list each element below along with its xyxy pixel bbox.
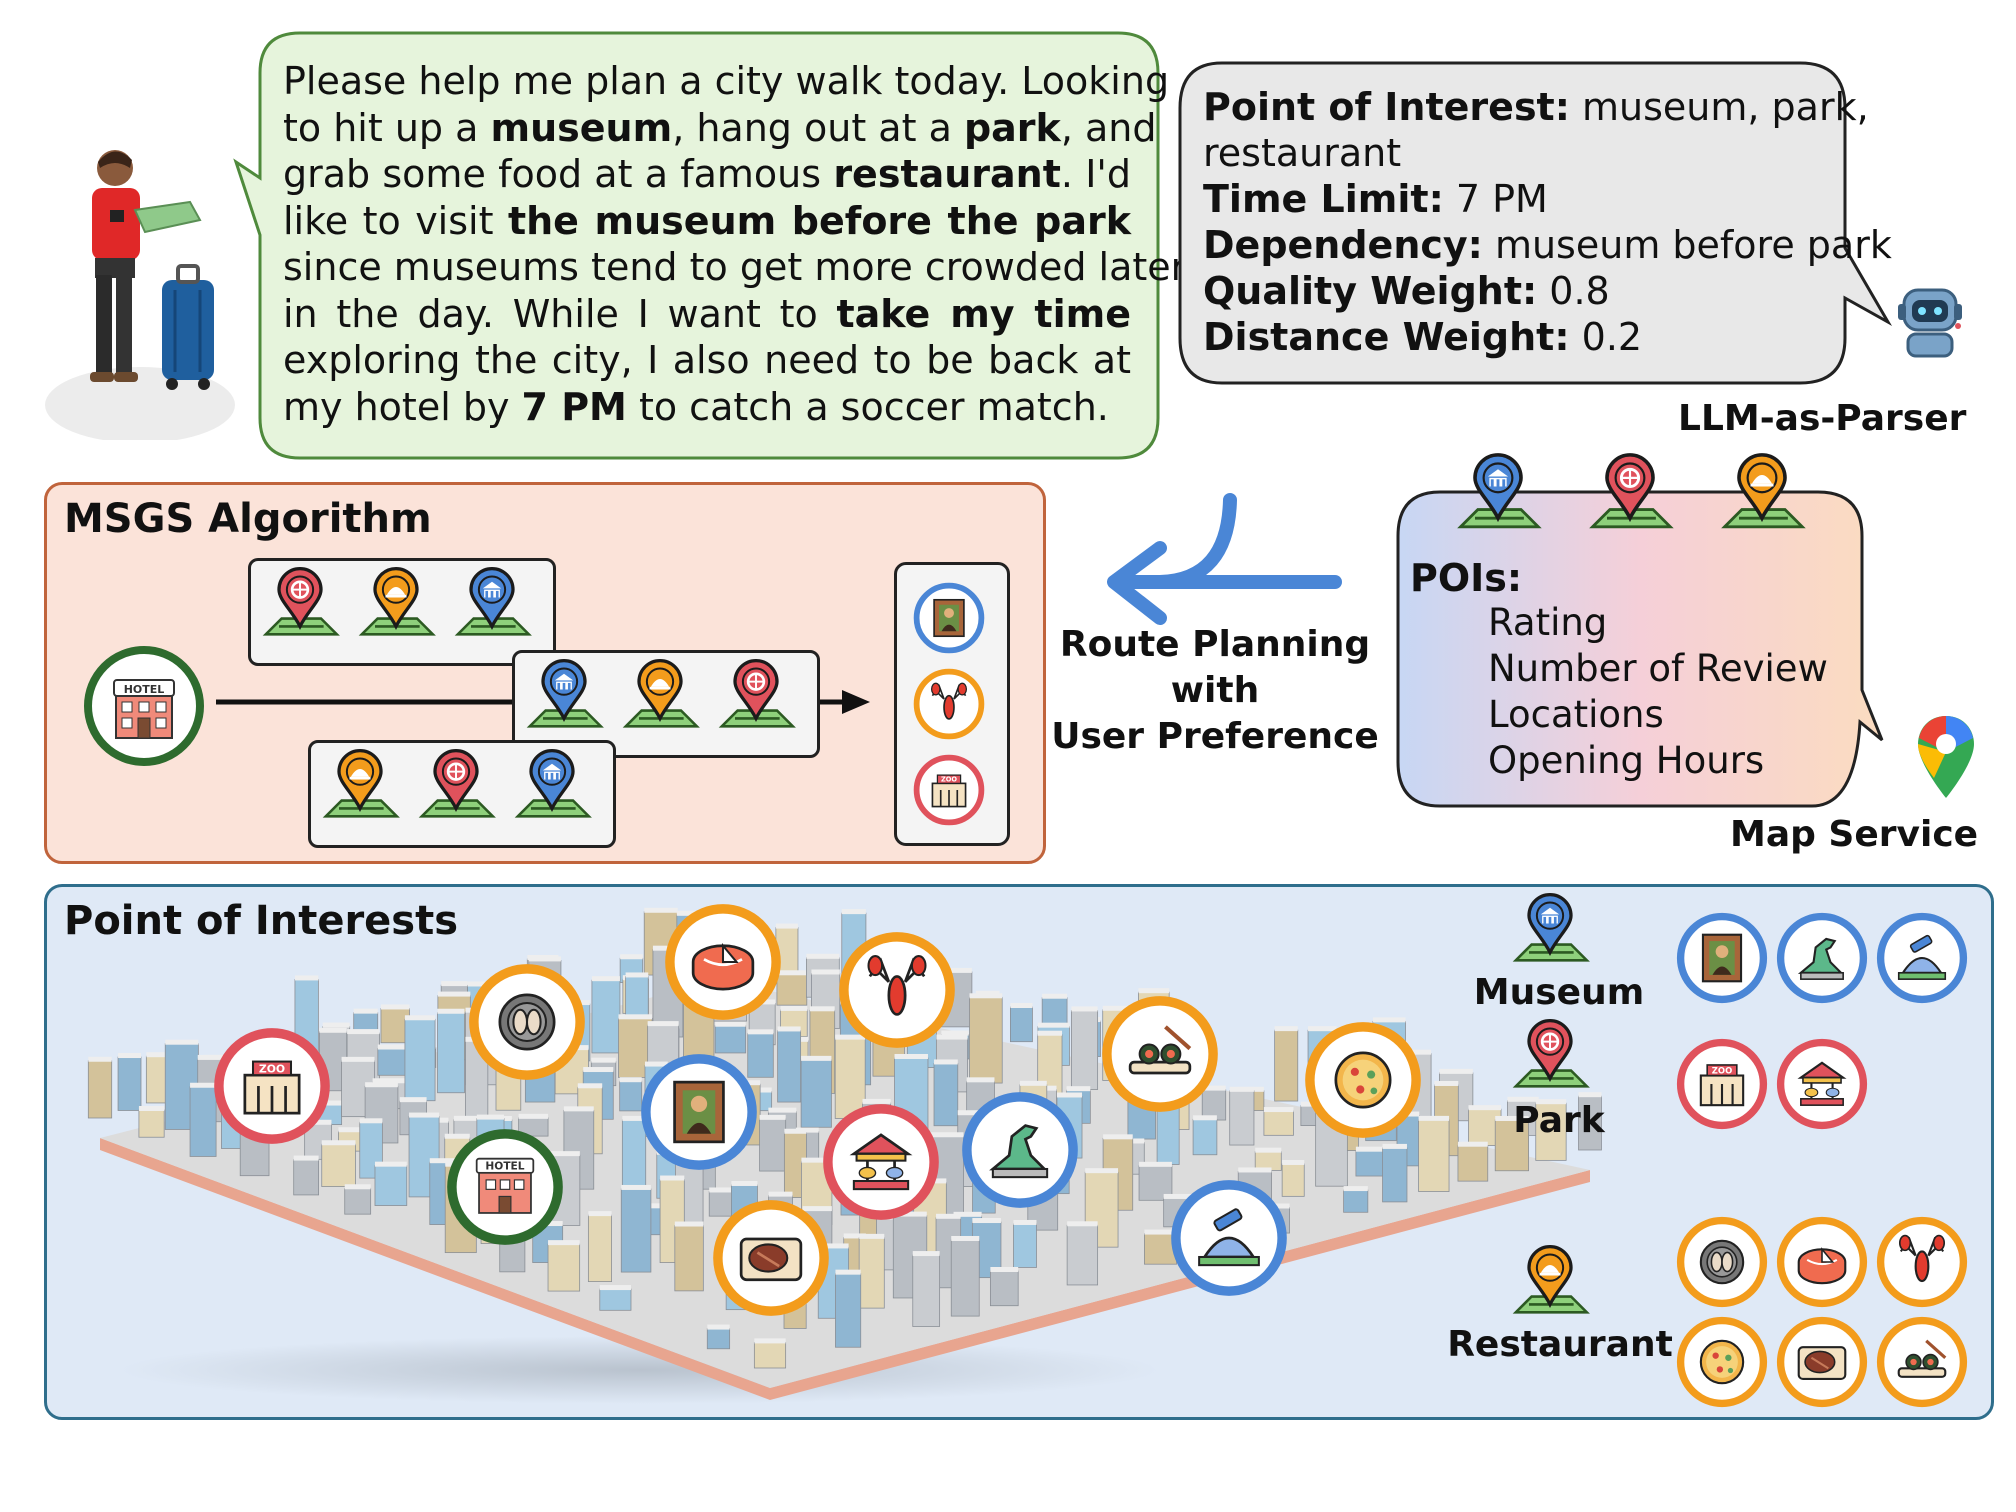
robot-icon xyxy=(1898,288,1962,358)
user-request-bubble xyxy=(233,31,1160,460)
user-request-line: Please help me plan a city walk today. L… xyxy=(283,58,1169,105)
parser-row: Time Limit: 7 PM xyxy=(1203,176,1853,222)
user-request-line: my hotel by 7 PM to catch a soccer match… xyxy=(283,384,1131,431)
user-request-line: since museums tend to get more crowded l… xyxy=(283,244,1186,291)
parser-key: Distance Weight: xyxy=(1203,315,1570,359)
plain-text: Please help me plan a city walk today. L… xyxy=(283,59,1170,103)
user-request-line: in the day. While I want to take my time xyxy=(283,291,1131,338)
plain-text: to catch a soccer match. xyxy=(626,384,1109,429)
parser-value: 0.2 xyxy=(1569,315,1643,359)
hotel-icon: HOTEL xyxy=(84,646,204,766)
parser-key: Quality Weight: xyxy=(1203,269,1538,313)
plain-text: my hotel by xyxy=(283,384,522,429)
emphasis-text: take my time xyxy=(836,291,1131,336)
emphasis-text: 7 PM xyxy=(521,384,627,429)
route-line-3: User Preference xyxy=(1051,716,1379,757)
parser-row: Distance Weight: 0.2 xyxy=(1203,314,1853,360)
plain-text: , hang out at a xyxy=(672,105,964,150)
route-planning-arrow xyxy=(1107,493,1342,625)
map-poi-item: Number of Review xyxy=(1488,647,1828,690)
parser-value: restaurant xyxy=(1203,131,1402,175)
plain-text: grab some food at a famous xyxy=(283,152,834,196)
parser-row: Quality Weight: 0.8 xyxy=(1203,268,1853,314)
hotel-sign: HOTEL xyxy=(124,683,165,696)
plain-text: . I'd xyxy=(1060,152,1131,196)
plain-text: since museums tend to get more crowded l… xyxy=(283,245,1187,289)
user-request-line: exploring the city, I also need to be ba… xyxy=(283,337,1131,384)
user-request-line: to hit up a museum, hang out at a park, … xyxy=(283,105,1156,152)
map-poi-item: Opening Hours xyxy=(1488,739,1765,782)
traveler-icon xyxy=(45,150,235,440)
legend-park-label: Park xyxy=(1513,1100,1605,1141)
legend-museum-label: Museum xyxy=(1473,972,1645,1013)
parser-value: museum, park, xyxy=(1569,85,1869,129)
parser-key: Time Limit: xyxy=(1203,177,1444,221)
route-line-1: Route Planning xyxy=(1059,624,1371,665)
route-planning-label: Route Planning with User Preference xyxy=(1050,622,1380,760)
city-map-illustration xyxy=(87,907,1602,1404)
emphasis-text: museum xyxy=(490,105,673,150)
plain-text: to hit up a xyxy=(283,105,491,150)
parser-output-text: Point of Interest: museum, park,restaura… xyxy=(1203,84,1892,360)
emphasis-text: restaurant xyxy=(833,152,1061,196)
emphasis-text: the museum before the park xyxy=(507,198,1131,243)
parser-key: Dependency: xyxy=(1203,223,1483,267)
user-request-text: Please help me plan a city walk today. L… xyxy=(283,58,1186,431)
parser-value: 0.8 xyxy=(1537,269,1610,313)
parser-value: 7 PM xyxy=(1443,177,1548,221)
legend-restaurant-label: Restaurant xyxy=(1447,1324,1673,1365)
parser-row: restaurant xyxy=(1203,130,1853,176)
msgs-title: MSGS Algorithm xyxy=(64,496,432,542)
poi-panel-title: Point of Interests xyxy=(64,898,459,944)
map-service-bubble xyxy=(1396,490,1884,808)
emphasis-text: park xyxy=(963,105,1061,150)
parser-caption: LLM-as-Parser xyxy=(1678,398,1967,439)
map-pois-heading: POIs: xyxy=(1410,556,1523,600)
plain-text: in the day. While I want to xyxy=(283,291,837,336)
parser-value: museum before park xyxy=(1482,223,1892,267)
user-request-line: like to visit the museum before the park xyxy=(283,198,1131,245)
parser-key: Point of Interest: xyxy=(1203,85,1570,129)
parser-output-bubble xyxy=(1178,61,1893,385)
plain-text: like to visit xyxy=(283,198,508,243)
plain-text: exploring the city, I also need to be ba… xyxy=(283,338,1131,382)
map-pois-list: Rating Number of Review Locations Openin… xyxy=(1488,600,1828,784)
map-service-icon xyxy=(1918,716,1974,798)
map-poi-item: Locations xyxy=(1488,693,1664,736)
parser-row: Point of Interest: museum, park, xyxy=(1203,84,1869,130)
map-service-caption: Map Service xyxy=(1730,814,1979,855)
map-poi-item: Rating xyxy=(1488,601,1608,644)
user-request-line: grab some food at a famous restaurant. I… xyxy=(283,151,1131,198)
parser-row: Dependency: museum before park xyxy=(1203,222,1892,268)
plain-text: , and xyxy=(1060,105,1157,150)
route-line-2: with xyxy=(1170,670,1260,711)
